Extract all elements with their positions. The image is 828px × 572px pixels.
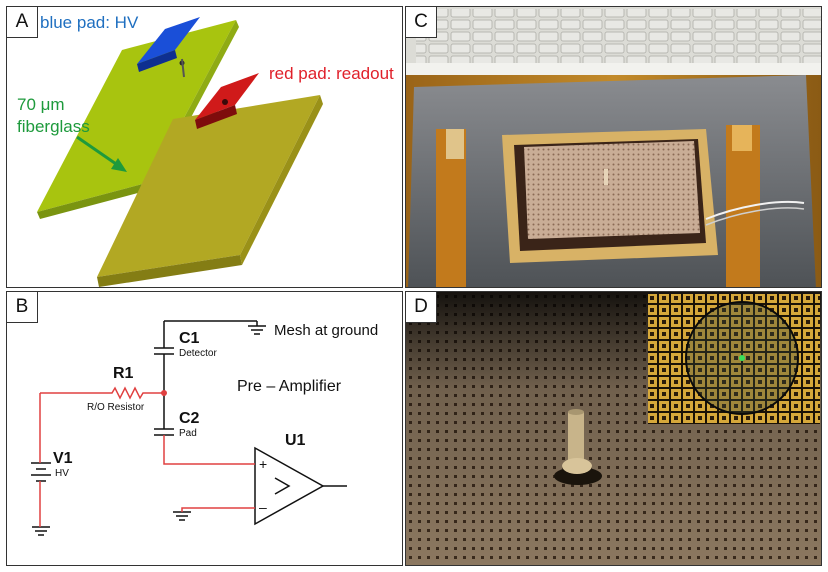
top-board-face (37, 20, 236, 212)
c1-label: C1 (179, 330, 200, 347)
red-pad-side (195, 105, 237, 129)
fiberglass-label: fiberglass (17, 117, 90, 136)
c2-label: C2 (179, 410, 200, 427)
pad-illustration (37, 17, 323, 287)
junction-node (161, 390, 167, 396)
u1-label: U1 (285, 432, 306, 449)
panel-a: A blue pad: HV red pad: readout 70 μm (6, 6, 403, 288)
mesh-label: Mesh at ground (274, 322, 379, 339)
panel-d: D (405, 291, 822, 566)
c1-sub-label: Detector (179, 348, 217, 359)
fiberglass-thickness-label: 70 μm (17, 95, 65, 114)
bottom-board-face (97, 95, 320, 277)
blue-pad-label: blue pad: HV (40, 13, 139, 32)
bottom-board-side (97, 255, 242, 287)
panel-b: B (6, 291, 403, 566)
r1-resistor (40, 386, 164, 400)
r1-label: R1 (113, 365, 134, 382)
blue-pad-side (137, 50, 177, 72)
inset-magnified (648, 294, 820, 424)
pin (568, 412, 584, 460)
panel-b-letter: B (7, 292, 38, 323)
bottom-board-edge (240, 95, 323, 265)
red-pad (195, 73, 259, 120)
v1-label: V1 (53, 450, 73, 467)
mesh-grid (524, 141, 700, 239)
panel-c-letter: C (406, 7, 437, 38)
red-pad-via (222, 99, 228, 105)
red-pad-label: red pad: readout (269, 64, 394, 83)
c2-sub-label: Pad (179, 428, 197, 439)
opamp-plus: + (259, 456, 268, 472)
panel-c: C (405, 6, 822, 288)
pin-shadow (554, 467, 602, 485)
fiberglass-arrow (76, 135, 120, 168)
mesh-closeup-photo (406, 292, 821, 565)
top-board-side (37, 182, 153, 219)
circuit-schematic (31, 320, 347, 536)
detector-photo (406, 7, 821, 287)
panel-a-letter: A (7, 7, 38, 38)
blue-pad (137, 17, 200, 64)
v1-sub-label: HV (55, 468, 69, 479)
opamp-minus: – (259, 499, 267, 515)
r1-sub-label: R/O Resistor (87, 402, 145, 413)
preamp-label: Pre – Amplifier (237, 378, 342, 395)
panel-d-letter: D (406, 292, 437, 323)
